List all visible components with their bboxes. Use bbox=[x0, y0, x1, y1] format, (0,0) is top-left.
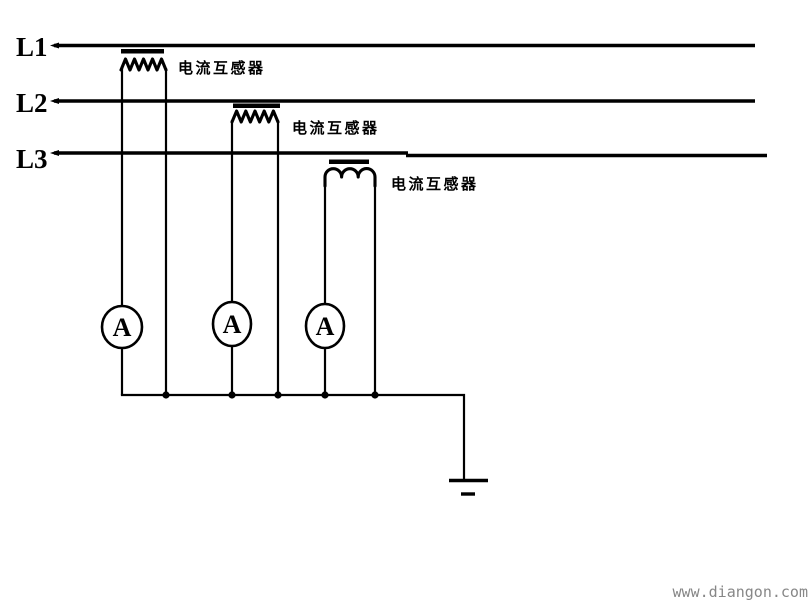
ct2-label: 电流互感器 bbox=[292, 119, 380, 137]
ammeter2-letter: A bbox=[223, 310, 242, 339]
common-bus bbox=[120, 391, 466, 480]
current-transformer-2: 电流互感器 bbox=[230, 103, 380, 395]
phase-l3: L3 bbox=[16, 144, 767, 174]
phase-label-l2: L2 bbox=[16, 88, 48, 118]
phase-l2: L2 bbox=[16, 88, 755, 118]
ct3-primary-bar-icon bbox=[329, 159, 369, 164]
ct1-secondary-coil-icon bbox=[119, 57, 168, 72]
junction-dot-2 bbox=[228, 391, 236, 399]
ct3-label: 电流互感器 bbox=[391, 175, 479, 193]
earth-ground bbox=[449, 478, 488, 496]
junction-dot-4 bbox=[321, 391, 329, 399]
current-transformer-3: 电流互感器 bbox=[323, 159, 479, 395]
ammeter-2: A bbox=[211, 300, 253, 395]
ammeter1-letter: A bbox=[113, 313, 132, 342]
ct3-secondary-coil-icon bbox=[323, 167, 377, 188]
ct1-primary-bar-icon bbox=[121, 49, 164, 54]
ct2-secondary-coil-icon bbox=[230, 109, 280, 124]
phase-l1: L1 bbox=[16, 32, 755, 62]
ct1-label: 电流互感器 bbox=[178, 59, 266, 77]
ammeter-3: A bbox=[304, 302, 346, 395]
ammeter-1: A bbox=[100, 304, 144, 395]
bus-wire bbox=[120, 393, 466, 480]
current-transformer-1: 电流互感器 bbox=[119, 49, 266, 395]
ct2-primary-bar-icon bbox=[233, 103, 280, 108]
junction-dot-3 bbox=[274, 391, 282, 399]
ammeter3-letter: A bbox=[316, 312, 335, 341]
junction-dot-1 bbox=[162, 391, 170, 399]
phase-label-l3: L3 bbox=[16, 144, 48, 174]
watermark: www.diangon.com bbox=[673, 583, 808, 601]
junction-dot-5 bbox=[371, 391, 379, 399]
phase-label-l1: L1 bbox=[16, 32, 48, 62]
